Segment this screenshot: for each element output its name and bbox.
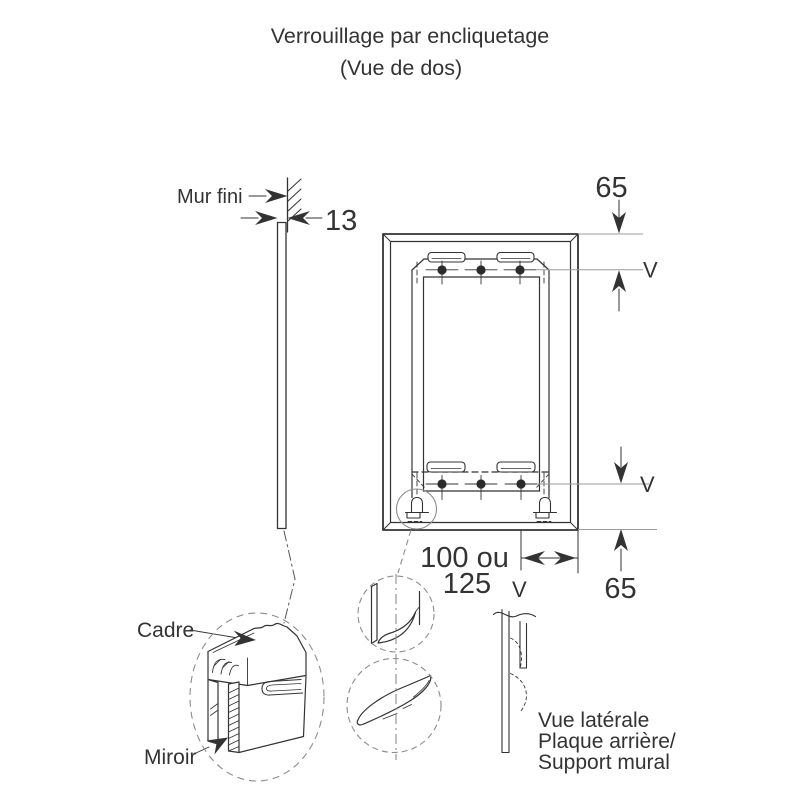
clip-callout-circle (395, 488, 438, 530)
extension-lines (536, 233, 657, 530)
cadre-label: Cadre (137, 619, 194, 642)
main-frame-rear-view (382, 233, 579, 531)
blade-shape (356, 674, 432, 726)
detail-callouts (189, 488, 442, 782)
v-top-label: V (643, 258, 658, 283)
hook-shape (377, 611, 417, 644)
diagram-subtitle: (Vue de dos) (340, 56, 462, 80)
clip-left (410, 496, 424, 514)
screw-hole (476, 479, 486, 489)
miroir-label: Miroir (144, 746, 197, 769)
dim-65-bottom-label: 65 (604, 573, 636, 605)
keyhole-slots (426, 251, 536, 473)
screw-hole (437, 265, 447, 275)
wall-hatch (287, 178, 302, 222)
wall-section (240, 177, 323, 530)
diagram-title: Verrouillage par encliquetage (271, 24, 550, 48)
miroir-leader-arrow (206, 737, 228, 755)
dimension-65-top (612, 199, 626, 312)
dim-arrow-down (612, 212, 626, 234)
frame-cap-profile (207, 622, 307, 687)
screw-holes (425, 260, 538, 500)
dim-arrow-down (614, 462, 628, 484)
panel-centerline-leader (283, 530, 296, 624)
side-profile-view (492, 608, 537, 754)
slot-top-left (427, 251, 466, 263)
v-bottom-label: V (640, 472, 655, 497)
hook-callout-circle (357, 575, 435, 653)
hidden-clip-profile (510, 673, 527, 712)
hook-detail (370, 582, 421, 645)
blade-callout-circle (346, 657, 442, 754)
dim-arrow-left (523, 551, 545, 565)
clip-right (538, 496, 552, 514)
dim-arrow-up (614, 529, 628, 551)
slot-bottom-right (496, 461, 536, 473)
dim-spacing-label-line2: 125 (443, 568, 491, 600)
side-caption-line2: Plaque arrière/ (538, 730, 676, 753)
dim-65-top-label: 65 (595, 172, 627, 204)
dim-arrow-up (612, 270, 626, 292)
frame-corner-detail (189, 622, 307, 755)
backplate-block (238, 674, 307, 754)
frame-inner-bevel (389, 240, 572, 524)
screw-hole (516, 479, 526, 489)
dim-13-arrow-left (255, 211, 278, 225)
mirror-hatching (228, 687, 240, 752)
screw-hole (515, 265, 525, 275)
dimension-65-bottom (614, 446, 628, 572)
side-caption-line1: Vue latérale (538, 709, 649, 732)
dimension-100-125 (520, 529, 579, 574)
mirror-side-panel (276, 221, 287, 530)
hidden-clip-profile (510, 637, 522, 667)
v-center-label: V (512, 577, 527, 602)
wall-label: Mur fini (177, 186, 243, 208)
wall-leader-arrow (265, 189, 288, 203)
corner-callout-circle (189, 612, 325, 782)
side-caption-line3: Support mural (538, 751, 670, 774)
dim-13-label: 13 (325, 205, 357, 237)
snap-tab-detail (356, 674, 432, 726)
screw-hole (437, 479, 447, 489)
dim-arrow-right (554, 551, 576, 565)
slot-bottom-left (426, 461, 466, 473)
frame-outer-edge (382, 233, 579, 531)
block-slot (261, 678, 304, 696)
screw-hole (476, 265, 486, 275)
frame-side-channel (207, 678, 219, 745)
dim-spacing-label-line1: 100 ou (420, 542, 509, 574)
diagram-text: Verrouillage par encliquetage (Vue de do… (137, 24, 676, 774)
cadre-leader-arrow (233, 630, 256, 646)
callout-leader (397, 529, 412, 574)
snap-clips (404, 496, 558, 522)
dim-13-arrow-right (287, 211, 310, 225)
slot-top-right (496, 251, 535, 263)
ink-linework (189, 177, 628, 755)
